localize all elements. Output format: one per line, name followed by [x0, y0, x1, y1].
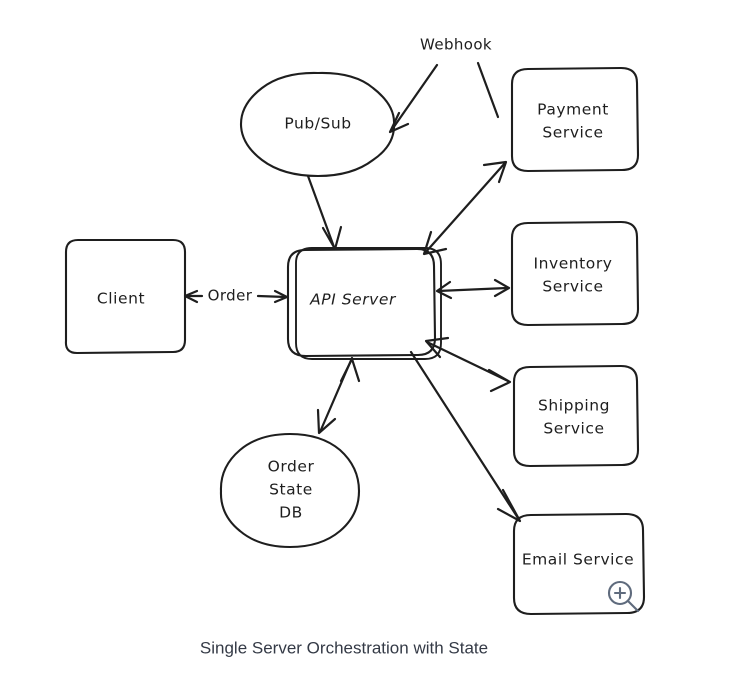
- edge-api-email-arrowhead: [496, 488, 522, 523]
- edge-client-api-arrowhead-left: [183, 289, 199, 304]
- edge-webhook-pubsub-arrowhead: [388, 111, 410, 134]
- pubsub-label: Pub/Sub: [284, 115, 351, 133]
- edge-api-payment-arrowhead-up: [482, 160, 508, 184]
- edge-client-api-server[interactable]: Order: [183, 287, 289, 305]
- edge-client-api-line-right: [256, 294, 288, 299]
- edge-api-shipping-line: [425, 340, 510, 383]
- node-inventory-service[interactable]: Inventory Service: [510, 220, 640, 327]
- zoom-in-icon-plus: [613, 586, 627, 600]
- order-state-db-shape: [219, 432, 361, 549]
- edge-webhook-payment-service[interactable]: [476, 61, 500, 119]
- edge-client-api-arrowhead-right: [273, 289, 289, 304]
- order-state-db-label-3: DB: [279, 504, 303, 522]
- node-pubsub[interactable]: Pub/Sub: [239, 71, 396, 178]
- edge-api-inventory-line: [436, 286, 509, 293]
- payment-service-label-2: Service: [542, 124, 603, 142]
- node-client[interactable]: Client: [64, 238, 187, 355]
- edge-api-inventory-arrowhead-left: [435, 280, 453, 300]
- zoom-in-icon-lens: [607, 580, 633, 606]
- shipping-service-label-2: Service: [543, 420, 604, 438]
- inventory-service-label-1: Inventory: [534, 255, 613, 273]
- api-server-inner-shape: [295, 247, 442, 360]
- edge-api-email-line: [409, 350, 520, 520]
- edge-api-db-arrowhead-down: [316, 408, 337, 435]
- node-order-state-db[interactable]: Order State DB: [219, 432, 361, 549]
- node-email-service[interactable]: Email Service: [512, 512, 646, 616]
- edge-api-server-inventory-service[interactable]: [435, 278, 511, 300]
- email-service-shape: [512, 512, 646, 616]
- edge-api-shipping-arrowhead-right: [487, 368, 512, 393]
- order-state-db-label-2: State: [269, 481, 313, 499]
- pubsub-shape: [239, 71, 396, 178]
- payment-service-label-1: Payment: [537, 101, 609, 119]
- shipping-service-label-1: Shipping: [538, 397, 610, 415]
- edge-api-shipping-arrowhead-left: [424, 336, 450, 359]
- api-server-outer-shape: [286, 247, 437, 358]
- payment-service-shape: [510, 66, 640, 173]
- edge-pubsub-api-server[interactable]: [306, 174, 343, 251]
- node-payment-service[interactable]: Payment Service: [510, 66, 640, 173]
- edge-webhook-payment-line: [476, 61, 500, 119]
- edge-api-server-shipping-service[interactable]: [424, 336, 512, 393]
- edge-webhook-pubsub[interactable]: Webhook: [388, 36, 492, 134]
- edge-api-server-email-service[interactable]: [409, 350, 522, 523]
- edge-api-server-order-state-db[interactable]: [316, 356, 361, 435]
- zoom-in-icon[interactable]: [607, 580, 640, 613]
- inventory-service-label-2: Service: [542, 278, 603, 296]
- node-api-server[interactable]: API Server: [286, 247, 442, 360]
- edge-api-inventory-arrowhead-right: [493, 278, 511, 298]
- edge-pubsub-api-arrowhead: [321, 225, 343, 251]
- shipping-service-shape: [512, 364, 640, 468]
- node-shipping-service[interactable]: Shipping Service: [512, 364, 640, 468]
- edge-webhook-label: Webhook: [420, 36, 492, 54]
- email-service-label: Email Service: [522, 551, 634, 569]
- api-server-label: API Server: [309, 291, 397, 309]
- client-label: Client: [97, 290, 145, 308]
- edge-pubsub-api-line: [306, 174, 336, 249]
- order-state-db-label-1: Order: [268, 458, 315, 476]
- edge-api-server-payment-service[interactable]: [422, 160, 508, 256]
- edge-api-payment-line: [423, 161, 507, 255]
- edge-order-label: Order: [208, 287, 253, 305]
- edge-webhook-pubsub-line: [389, 63, 439, 133]
- client-shape: [64, 238, 187, 355]
- zoom-in-icon-handle: [626, 599, 640, 613]
- edge-api-payment-arrowhead-down: [422, 230, 448, 256]
- inventory-service-shape: [510, 220, 640, 327]
- diagram-caption: Single Server Orchestration with State: [200, 638, 488, 657]
- edge-api-db-arrowhead-up: [339, 357, 361, 383]
